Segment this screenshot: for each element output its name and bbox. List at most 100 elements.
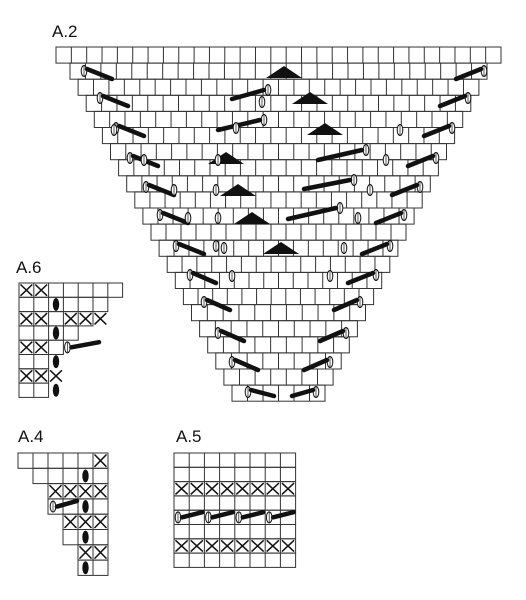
cable-bar: [345, 270, 376, 286]
x-symbol-stroke: [250, 482, 265, 495]
triangle-symbol: [307, 123, 343, 135]
cable-bar: [229, 87, 267, 102]
cable-bar: [315, 147, 365, 163]
oval-symbol: [82, 469, 89, 483]
triangle-symbol: [266, 66, 302, 78]
cable-bar: [437, 93, 468, 109]
x-symbol-stroke: [19, 283, 33, 297]
cable-bar: [285, 205, 339, 222]
cable-bar: [176, 241, 207, 257]
oval-symbol: [82, 500, 89, 514]
x-symbol-stroke: [79, 312, 93, 325]
grid-row: [166, 255, 391, 273]
x-symbol-stroke: [93, 515, 108, 529]
cable-bar: [317, 328, 346, 344]
cable-bar: [69, 339, 102, 350]
x-symbol-stroke: [19, 341, 33, 354]
x-symbol-stroke: [93, 312, 107, 325]
cable-bar: [359, 241, 390, 257]
x-symbol-stroke: [63, 484, 78, 498]
oval-symbol: [52, 355, 60, 369]
x-symbol-stroke: [48, 484, 63, 498]
x-symbol-stroke: [250, 539, 265, 553]
triangle-symbol: [292, 92, 328, 104]
cable-bar: [248, 387, 277, 399]
cable-bar: [160, 210, 191, 226]
x-symbol-stroke: [78, 484, 93, 498]
grid-row: [18, 311, 94, 327]
x-symbol-stroke: [34, 369, 48, 383]
cable-bar: [116, 123, 147, 139]
grid-row: [150, 223, 407, 241]
x-symbol-stroke: [34, 341, 48, 354]
cable-bar: [54, 498, 80, 509]
grid-row: [55, 46, 502, 64]
x-symbol-stroke: [205, 539, 219, 553]
cable-bar: [389, 182, 420, 198]
x-symbol-stroke: [281, 539, 295, 553]
cable-bar: [84, 66, 115, 82]
oval-symbol: [52, 326, 60, 340]
triangle-symbol: [263, 242, 299, 254]
cable-bar: [453, 66, 484, 82]
x-symbol-stroke: [93, 545, 108, 560]
cable-bar: [146, 182, 177, 198]
cable-bar: [218, 328, 247, 344]
chart-a4: A.4: [17, 427, 109, 576]
triangle-symbol: [234, 212, 270, 224]
grid-row: [85, 94, 472, 112]
x-symbol-stroke: [34, 283, 48, 297]
chart-a5-label: A.5: [176, 427, 202, 446]
grid-row: [223, 368, 334, 386]
oval-symbol: [82, 561, 89, 575]
chart-a2-label: A.2: [52, 22, 78, 41]
x-symbol-stroke: [190, 539, 204, 553]
cable-bar: [421, 123, 452, 139]
cable-bar: [289, 387, 316, 399]
cable-bar: [190, 270, 219, 286]
chart-a4-label: A.4: [18, 427, 44, 446]
x-symbol-stroke: [63, 515, 78, 529]
oval-symbol: [52, 383, 60, 397]
x-symbol-stroke: [64, 312, 78, 325]
cable-bar: [301, 177, 353, 192]
x-symbol-stroke: [266, 482, 280, 495]
x-symbol-stroke: [174, 482, 189, 495]
oval-symbol: [82, 530, 89, 544]
cable-bar: [331, 297, 360, 313]
triangle-symbol: [208, 152, 244, 164]
cable-bar: [270, 509, 296, 520]
grid-row: [134, 191, 423, 209]
chart-a2: A.2: [52, 22, 502, 402]
cable-bar: [100, 93, 131, 109]
x-symbol-stroke: [34, 312, 48, 325]
x-symbol-stroke: [93, 453, 108, 468]
chart-a6: A.6: [16, 258, 124, 398]
grid-row: [118, 159, 439, 177]
x-symbol-stroke: [19, 369, 33, 383]
chart-a5: A.5: [173, 427, 297, 568]
x-symbol-stroke: [281, 482, 295, 495]
grid-row: [18, 282, 124, 298]
x-symbol-stroke: [174, 539, 189, 553]
x-symbol-stroke: [49, 369, 63, 383]
chart-a6-label: A.6: [16, 258, 42, 277]
cable-bar: [301, 357, 330, 373]
grid-row: [32, 467, 109, 485]
x-symbol-stroke: [220, 482, 234, 495]
x-symbol-stroke: [220, 539, 234, 553]
x-symbol-stroke: [235, 482, 250, 495]
cable-bar: [405, 153, 436, 169]
x-symbol-stroke: [266, 539, 280, 553]
x-symbol-stroke: [19, 312, 33, 325]
cable-bar: [204, 297, 233, 313]
x-symbol-stroke: [190, 482, 204, 495]
cable-bar: [373, 210, 404, 226]
cable-bar: [179, 509, 205, 520]
x-symbol-stroke: [78, 545, 93, 560]
cable-bar: [240, 509, 266, 520]
x-symbol-stroke: [93, 484, 108, 498]
cable-bar: [232, 357, 261, 373]
triangle-symbol: [220, 184, 256, 196]
